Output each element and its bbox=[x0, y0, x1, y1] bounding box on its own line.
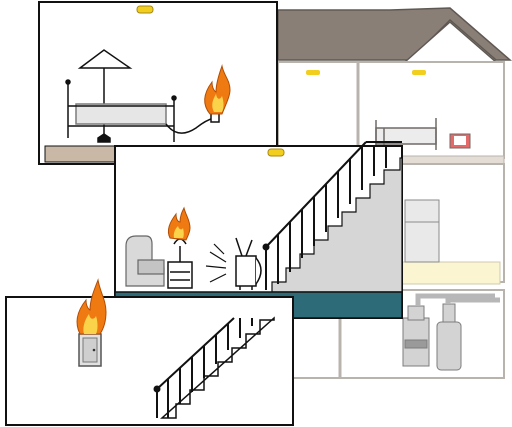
side-table-icon bbox=[168, 262, 192, 288]
refrigerator-icon bbox=[405, 200, 439, 262]
living-room-callout bbox=[115, 142, 402, 318]
bedroom-panel bbox=[39, 2, 277, 164]
handrail-newel bbox=[263, 244, 270, 251]
basement-callout bbox=[6, 280, 293, 425]
smoke-alarm-icon bbox=[412, 70, 426, 75]
smoke-alarm-icon bbox=[306, 70, 320, 75]
basement-panel bbox=[6, 297, 293, 425]
electrical-panel-icon bbox=[79, 334, 101, 366]
smoke-alarm-icon bbox=[268, 149, 284, 156]
smoke-alarm-icon bbox=[137, 6, 153, 13]
kitchen-floor bbox=[400, 262, 500, 284]
bedroom-callout bbox=[39, 2, 277, 164]
handrail-newel bbox=[154, 386, 161, 393]
fire-icon bbox=[77, 280, 106, 334]
tv-icon bbox=[450, 134, 470, 148]
